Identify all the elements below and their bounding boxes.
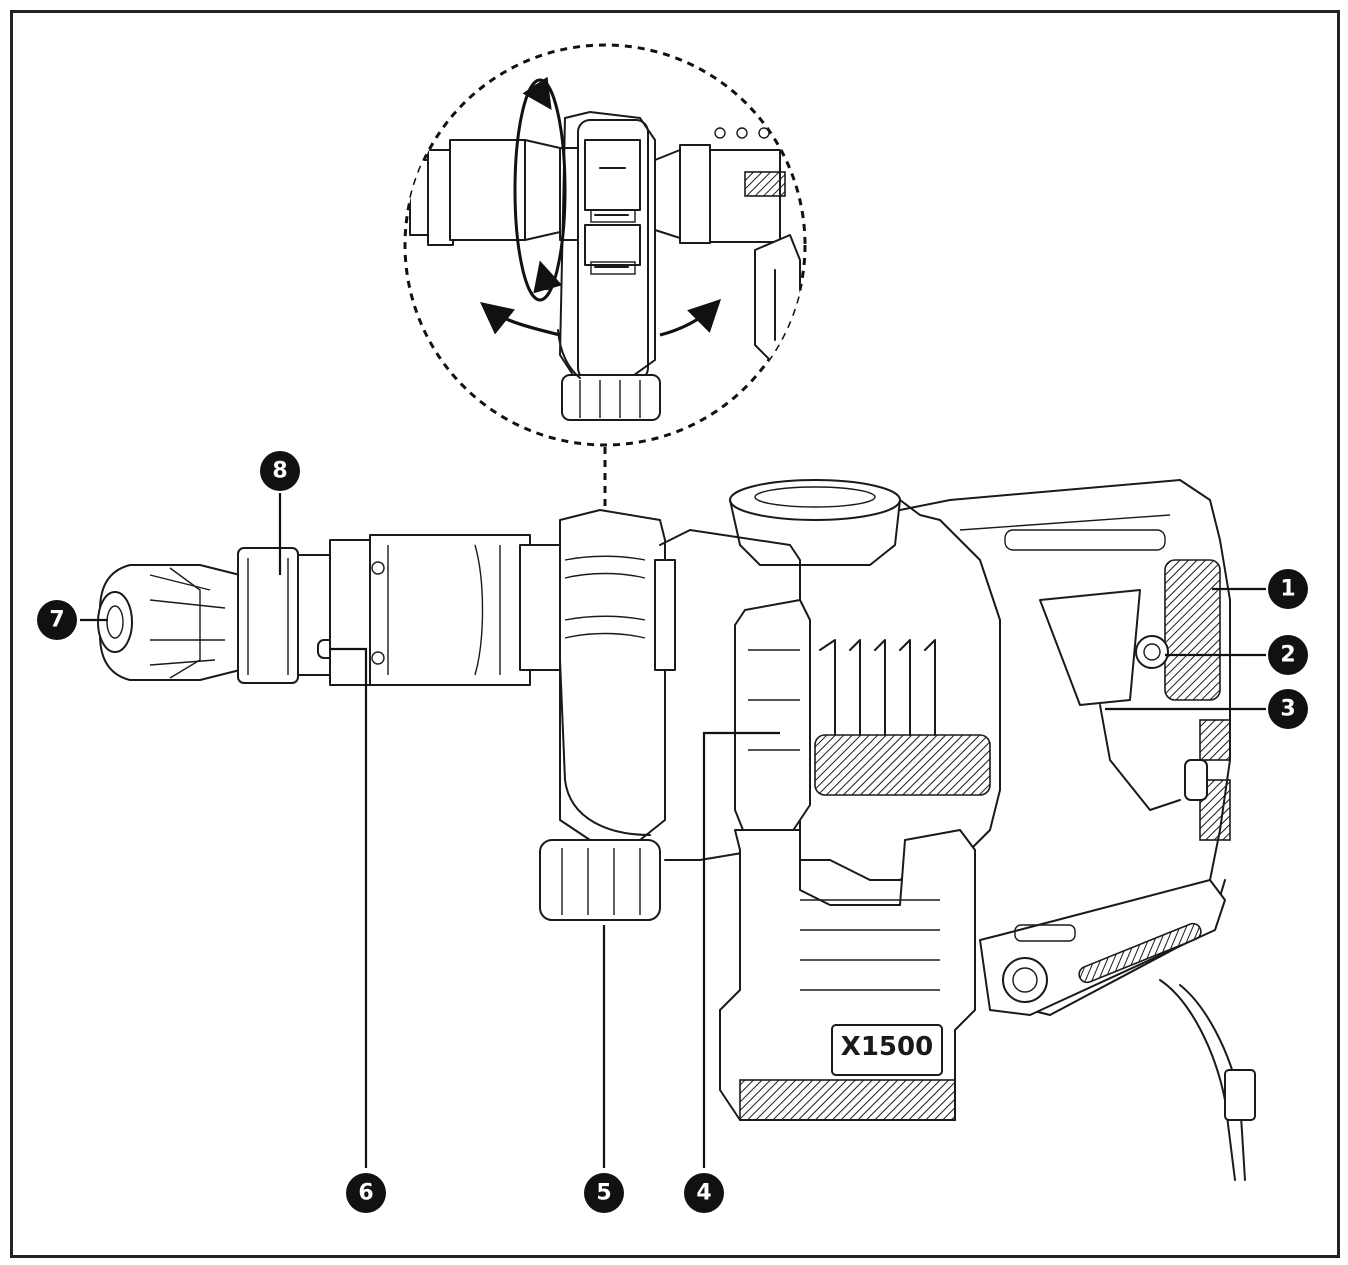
callout-6: 6 xyxy=(346,1173,386,1213)
callout-2: 2 xyxy=(1268,635,1308,675)
callout-5-label: 5 xyxy=(596,1181,611,1206)
detail-inset xyxy=(403,43,807,510)
callout-1-label: 1 xyxy=(1280,577,1295,602)
callout-leaders xyxy=(80,493,1266,1168)
diagram-frame xyxy=(10,10,1340,1258)
callout-3-label: 3 xyxy=(1280,697,1295,722)
demolition-hammer: X1500 xyxy=(97,479,1256,1181)
callout-5: 5 xyxy=(584,1173,624,1213)
logo-text: X1500 xyxy=(841,1032,933,1062)
callout-2-label: 2 xyxy=(1280,643,1295,668)
callout-8: 8 xyxy=(260,451,300,491)
callout-7: 7 xyxy=(37,600,77,640)
callout-4: 4 xyxy=(684,1173,724,1213)
callout-7-label: 7 xyxy=(49,608,64,633)
callout-8-label: 8 xyxy=(272,459,287,484)
callout-1: 1 xyxy=(1268,569,1308,609)
callout-3: 3 xyxy=(1268,689,1308,729)
callout-4-label: 4 xyxy=(696,1181,711,1206)
callout-6-label: 6 xyxy=(358,1181,373,1206)
